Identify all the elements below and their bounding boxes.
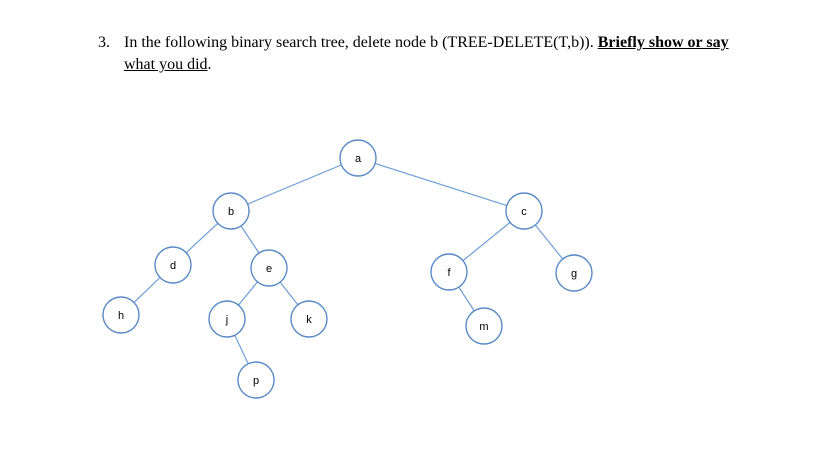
node-circle-h [102,296,140,334]
question-period: . [207,56,212,73]
edge-a-b [230,157,359,212]
node-p: p [237,361,275,399]
node-circle-m [465,307,503,345]
node-label-j: j [225,314,228,326]
node-h: h [102,296,140,334]
node-circle-a [339,139,377,177]
node-e: e [250,249,288,287]
node-label-k: k [306,314,312,326]
node-label-h: h [118,310,124,322]
node-circle-b [212,192,250,230]
node-circle-f [430,253,468,291]
node-circle-c [505,192,543,230]
node-j: j [208,300,246,338]
node-k: k [290,300,328,338]
node-circle-d [154,246,192,284]
node-circle-g [555,254,593,292]
node-label-p: p [253,375,259,387]
node-label-a: a [355,153,362,165]
node-g: g [555,254,593,292]
node-d: d [154,246,192,284]
node-circle-k [290,300,328,338]
node-label-m: m [479,321,488,333]
question-prompt: In the following binary search tree, del… [124,34,594,51]
question-text: In the following binary search tree, del… [124,32,784,76]
node-b: b [212,192,250,230]
node-m: m [465,307,503,345]
node-circle-e [250,249,288,287]
node-label-g: g [571,268,577,280]
question-instruction-continued: what you did [124,56,208,73]
node-label-e: e [266,263,272,275]
node-f: f [430,253,468,291]
tree-nodes: a b c d e f g h j k m p [102,139,593,399]
node-a: a [339,139,377,177]
question-number: 3. [98,34,110,51]
node-c: c [505,192,543,230]
node-label-b: b [228,206,234,218]
node-label-f: f [447,267,451,279]
node-label-c: c [521,206,527,218]
node-circle-j [208,300,246,338]
question-instruction: Briefly show or say [597,34,729,51]
node-label-d: d [170,260,176,272]
node-circle-p [237,361,275,399]
edge-a-c [357,157,525,212]
